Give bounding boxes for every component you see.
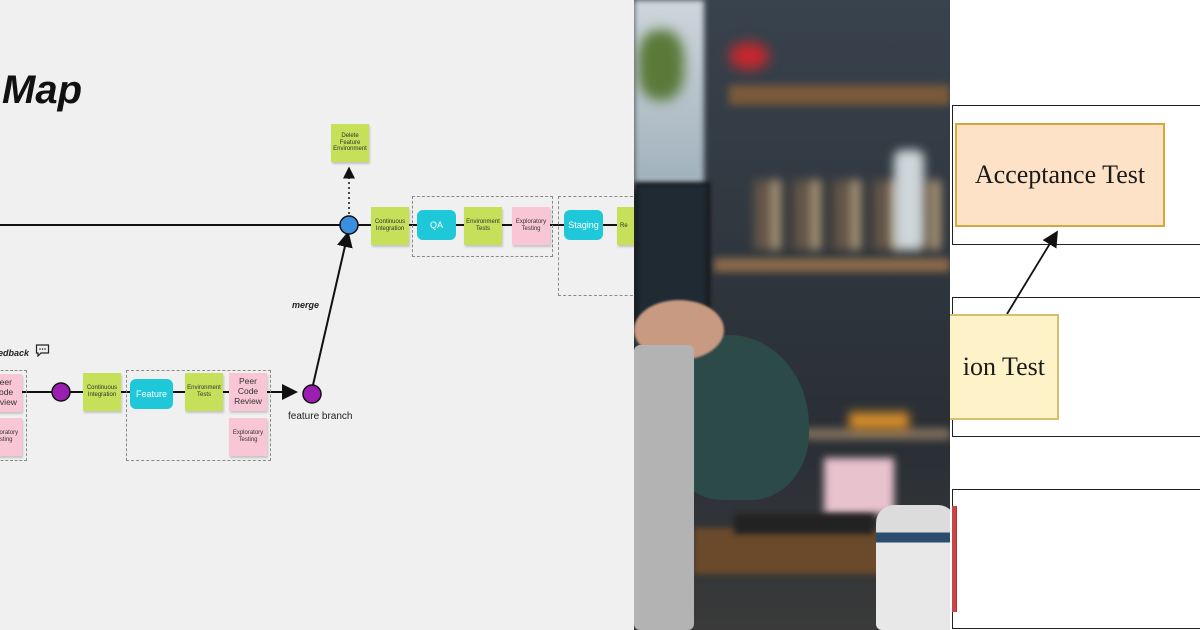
- photo-pink-box: [824, 458, 894, 514]
- feature-end-node: [302, 384, 322, 404]
- integration-to-acceptance-arrow: [1006, 230, 1058, 315]
- sticky-peer-code-review[interactable]: Peer Code Review: [229, 373, 267, 411]
- map-title: Map: [2, 68, 82, 112]
- office-photo: [634, 0, 950, 630]
- sticky-delete-feature-environment[interactable]: Delete Feature Environment: [331, 124, 369, 162]
- sticky-feature[interactable]: Feature: [130, 379, 173, 409]
- acceptance-test-label: Acceptance Test: [974, 160, 1146, 189]
- integration-test-label: ion Test: [962, 352, 1045, 381]
- value-stream-map-panel: Map Delete Feature Environment Continuou…: [0, 0, 634, 630]
- photo-bottle: [894, 150, 924, 250]
- feedback-label: edback: [0, 348, 30, 358]
- sticky-exploratory-testing-feature[interactable]: Exploratory Testing: [229, 418, 267, 456]
- photo-keyboard: [734, 514, 874, 534]
- sticky-environment-tests-feature[interactable]: Environment Tests: [185, 373, 223, 411]
- integration-test-note[interactable]: ion Test: [950, 314, 1059, 420]
- sticky-qa[interactable]: QA: [417, 210, 456, 240]
- test-diagram-panel: Acceptance Test ion Test: [950, 0, 1200, 630]
- unit-layer-box: [952, 489, 1200, 629]
- photo-red-lamp: [729, 42, 769, 70]
- sticky-staging[interactable]: Staging: [564, 210, 603, 240]
- feedback-group-box: [0, 370, 27, 461]
- sticky-cut-off-main[interactable]: Re: [617, 207, 634, 245]
- feature-branch-label: feature branch: [288, 411, 353, 422]
- sticky-continuous-integration-feature[interactable]: Continuous Integration: [83, 373, 121, 411]
- qa-group-box: [412, 196, 553, 257]
- photo-orange-items: [849, 412, 909, 430]
- unit-test-note-edge: [952, 506, 957, 612]
- staging-group-box: [558, 196, 634, 296]
- photo-shelf-top: [729, 85, 950, 105]
- feature-start-node: [51, 382, 71, 402]
- merge-arrow: [312, 231, 353, 386]
- comment-icon[interactable]: [35, 344, 50, 358]
- sticky-peer-code-review-left[interactable]: Peer Code Review: [0, 374, 22, 412]
- photo-plant: [638, 30, 684, 100]
- sticky-environment-tests-main[interactable]: Environment Tests: [464, 207, 502, 245]
- sticky-exploratory-testing-main[interactable]: Exploratory Testing: [512, 207, 550, 245]
- merge-label: merge: [292, 300, 320, 310]
- diagram-connectors: [0, 166, 630, 404]
- main-merge-node: [339, 215, 359, 235]
- photo-shelf-low: [804, 428, 950, 440]
- photo-shelf-mid: [714, 258, 950, 272]
- test-connectors: [1006, 230, 1058, 315]
- photo-chair: [634, 345, 694, 630]
- acceptance-test-note[interactable]: Acceptance Test: [955, 123, 1165, 227]
- sticky-exploratory-testing-left[interactable]: Exploratory Testing: [0, 418, 22, 456]
- photo-mug: [876, 505, 950, 630]
- sticky-continuous-integration-main[interactable]: Continuous Integration: [371, 207, 409, 245]
- feature-group-box: [126, 370, 271, 461]
